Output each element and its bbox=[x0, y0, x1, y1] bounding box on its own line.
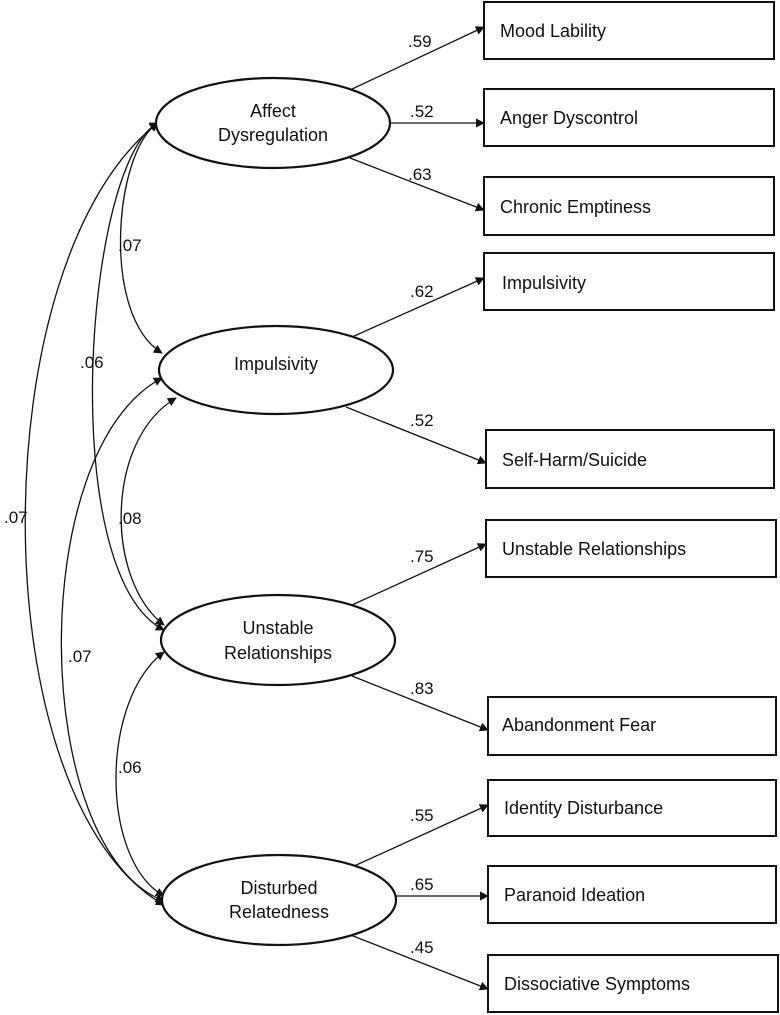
loading-coef-mood: .59 bbox=[408, 32, 432, 51]
loading-coef-selfharm: .52 bbox=[410, 411, 434, 430]
indicator-label-identity: Identity Disturbance bbox=[504, 798, 663, 818]
indicator-aband: Abandonment Fear bbox=[487, 696, 777, 756]
loading-impulsivity-impuls bbox=[351, 277, 485, 338]
observed-indicators: Mood Lability Anger Dyscontrol Chronic E… bbox=[483, 1, 779, 1013]
loading-coef-aband: .83 bbox=[410, 679, 434, 698]
factor-label-affect-line2: Dysregulation bbox=[218, 125, 328, 145]
factor-unstable: Unstable Relationships bbox=[159, 593, 397, 687]
factor-loadings bbox=[345, 26, 489, 991]
factor-label-affect-line1: Affect bbox=[250, 101, 296, 121]
loading-unstable-unstab bbox=[351, 543, 487, 606]
loading-coef-anger: .52 bbox=[410, 102, 434, 121]
latent-factors: Affect Dysregulation Impulsivity Unstabl… bbox=[154, 76, 398, 947]
corr-coef-impulsivity-disturbed: .07 bbox=[68, 647, 92, 666]
indicator-anger: Anger Dyscontrol bbox=[483, 88, 775, 147]
indicator-label-mood: Mood Lability bbox=[500, 21, 606, 41]
loading-coef-empty: .63 bbox=[408, 165, 432, 184]
correlation-affect-disturbed bbox=[24, 122, 165, 906]
corr-coef-affect-unstable: .06 bbox=[80, 353, 104, 372]
loading-coef-impuls: .62 bbox=[410, 282, 434, 301]
indicator-dissoc: Dissociative Symptoms bbox=[487, 954, 779, 1013]
indicator-label-empty: Chronic Emptiness bbox=[500, 197, 651, 217]
loading-affect-mood bbox=[349, 26, 485, 91]
factor-label-disturbed-line1: Disturbed bbox=[240, 878, 317, 898]
indicator-impuls: Impulsivity bbox=[483, 252, 775, 311]
indicator-label-impuls: Impulsivity bbox=[502, 273, 586, 293]
loading-coef-identity: .55 bbox=[410, 806, 434, 825]
factor-label-impulsivity: Impulsivity bbox=[234, 354, 318, 374]
indicator-paranoid: Paranoid Ideation bbox=[487, 865, 777, 924]
factor-label-unstable-line2: Relationships bbox=[224, 643, 332, 663]
loading-coef-unstab: .75 bbox=[410, 547, 434, 566]
factor-affect: Affect Dysregulation bbox=[154, 76, 392, 170]
corr-coef-affect-impulsivity: .07 bbox=[118, 236, 142, 255]
factor-label-disturbed-line2: Relatedness bbox=[229, 902, 329, 922]
loading-disturbed-identity bbox=[351, 804, 489, 868]
correlation-unstable-disturbed bbox=[115, 651, 165, 897]
factor-label-unstable-line1: Unstable bbox=[242, 618, 313, 638]
loading-coefficients: .59 .52 .63 .62 .52 .75 .83 .55 .65 .45 bbox=[408, 32, 434, 957]
corr-coef-impulsivity-unstable: .08 bbox=[118, 509, 142, 528]
indicator-unstab: Unstable Relationships bbox=[485, 519, 777, 578]
correlation-affect-unstable bbox=[91, 122, 165, 631]
corr-coef-affect-disturbed: .07 bbox=[4, 508, 28, 527]
loading-impulsivity-selfharm bbox=[345, 406, 487, 465]
loading-unstable-aband bbox=[351, 675, 489, 732]
correlation-impulsivity-disturbed bbox=[60, 377, 165, 903]
indicator-label-dissoc: Dissociative Symptoms bbox=[504, 974, 690, 994]
correlation-impulsivity-unstable bbox=[120, 397, 177, 626]
correlation-coefficients: .07 .06 .07 .08 .07 .06 bbox=[4, 236, 142, 777]
indicator-label-selfharm: Self-Harm/Suicide bbox=[502, 450, 647, 470]
loading-disturbed-dissoc bbox=[347, 933, 489, 991]
indicator-label-anger: Anger Dyscontrol bbox=[500, 108, 638, 128]
indicator-mood: Mood Lability bbox=[483, 1, 775, 60]
corr-coef-unstable-disturbed: .06 bbox=[118, 758, 142, 777]
loading-coef-dissoc: .45 bbox=[410, 938, 434, 957]
indicator-identity: Identity Disturbance bbox=[487, 779, 777, 837]
correlation-affect-impulsivity bbox=[119, 122, 163, 354]
factor-correlations bbox=[24, 122, 177, 906]
loading-coef-paranoid: .65 bbox=[410, 875, 434, 894]
indicator-label-aband: Abandonment Fear bbox=[502, 715, 656, 735]
indicator-empty: Chronic Emptiness bbox=[483, 176, 775, 236]
loading-affect-empty bbox=[349, 157, 485, 212]
indicator-label-unstab: Unstable Relationships bbox=[502, 539, 686, 559]
indicator-selfharm: Self-Harm/Suicide bbox=[485, 429, 775, 489]
indicator-label-paranoid: Paranoid Ideation bbox=[504, 885, 645, 905]
factor-impulsivity: Impulsivity bbox=[157, 324, 395, 416]
factor-disturbed: Disturbed Relatedness bbox=[160, 853, 398, 947]
